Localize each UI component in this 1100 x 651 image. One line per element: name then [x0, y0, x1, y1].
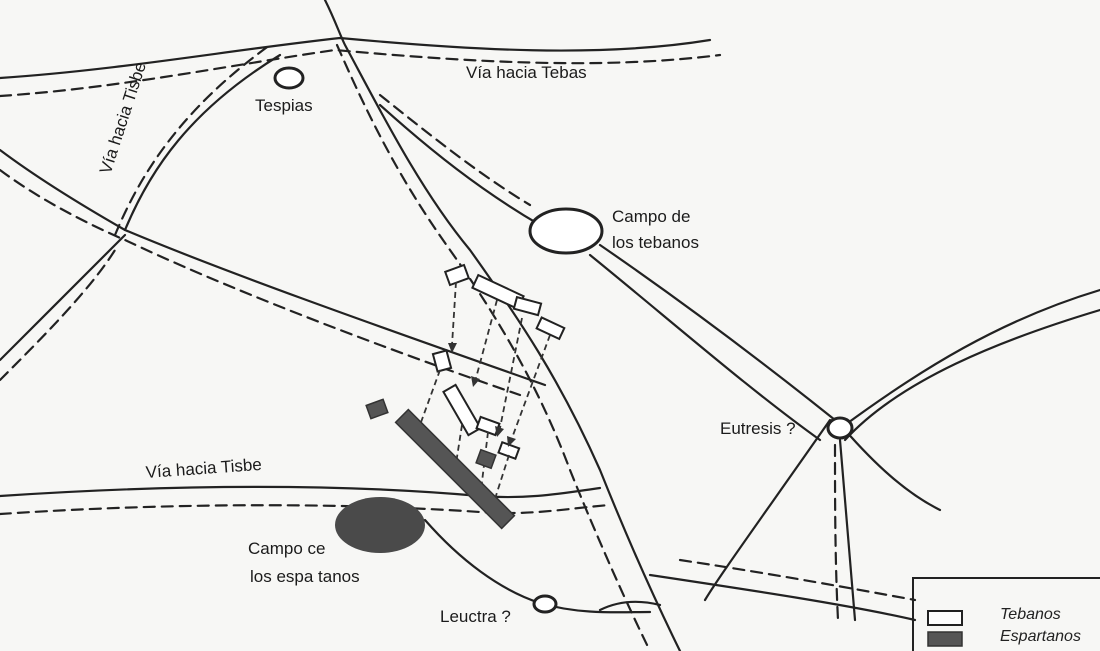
tespias-marker	[273, 66, 305, 90]
road-via-tisbe-south	[0, 485, 612, 516]
legend-box	[912, 577, 1100, 651]
leuctra-marker	[532, 594, 558, 614]
label-campo-espartanos-2: los espa tanos	[250, 567, 360, 586]
label-leuctra: Leuctra ?	[440, 607, 511, 626]
label-campo-tebanos-1: Campo de	[612, 207, 691, 226]
road-to-thebes-camp	[378, 93, 837, 442]
label-campo-tebanos-2: los tebanos	[612, 233, 699, 252]
theban-camp-marker	[528, 207, 604, 255]
road-via-tebas	[0, 36, 722, 98]
label-campo-espartanos-1: Campo ce	[248, 539, 326, 558]
legend-spartan-swatch	[927, 631, 963, 647]
spartan-units	[365, 398, 516, 530]
legend-theban-swatch	[927, 610, 963, 626]
eutresis-marker	[826, 416, 854, 440]
legend-espartanos-label: Espartanos	[1000, 628, 1081, 645]
label-tespias: Tespias	[255, 96, 313, 115]
road-via-tisbe-north	[0, 43, 547, 397]
theban-units	[431, 263, 566, 460]
theban-arrows	[415, 281, 551, 514]
road-southeast	[598, 288, 1100, 622]
legend-tebanos-label: Tebanos	[1000, 606, 1061, 623]
label-eutresis: Eutresis ?	[720, 419, 796, 438]
label-via-tebas: Vía hacia Tebas	[466, 63, 587, 82]
spartan-camp-marker	[335, 497, 425, 553]
